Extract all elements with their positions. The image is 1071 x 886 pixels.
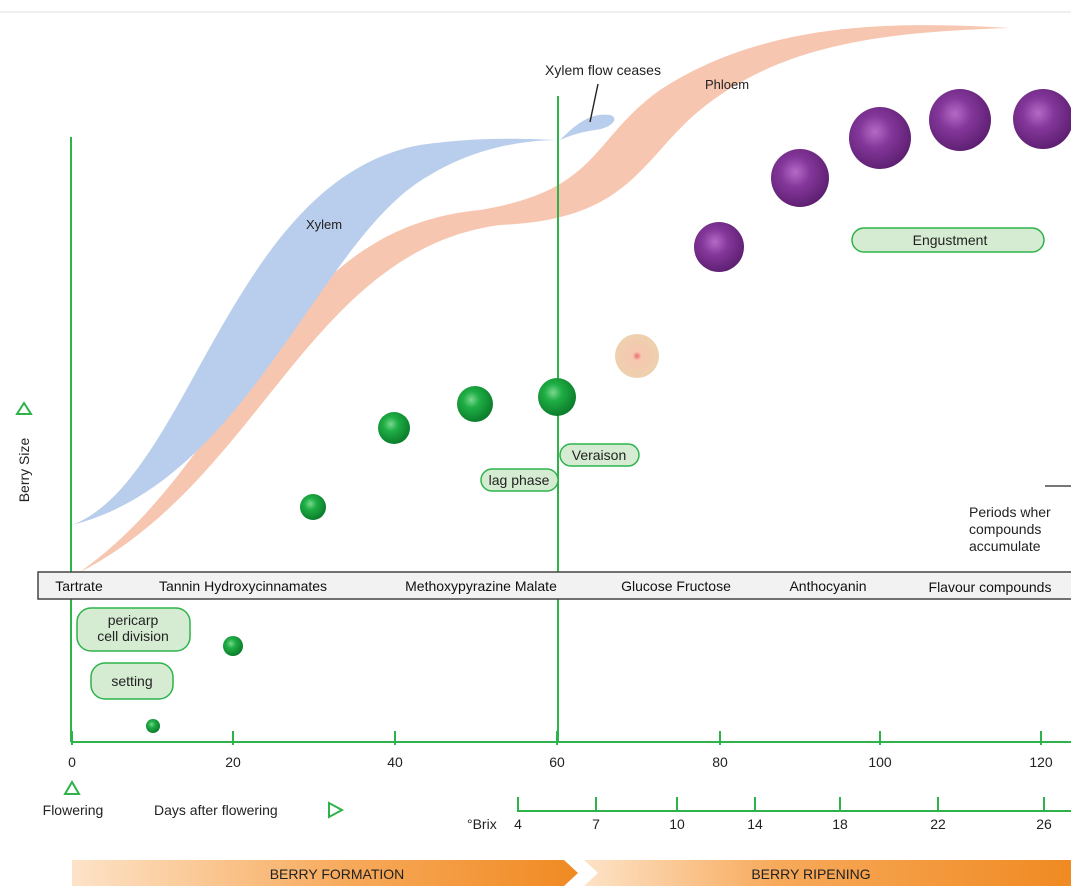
pericarp-label-line2: cell division [97,628,169,644]
compound-tannin-hydroxycinnamates: Tannin Hydroxycinnamates [159,578,327,594]
brix-ticks: 4 7 10 14 18 22 26 [514,797,1052,832]
berry-ripening-arrow [584,860,1071,886]
days-ticks: 0 20 40 60 80 100 120 [68,731,1053,770]
days-tick-label: 80 [712,754,728,770]
days-after-flowering-label: Days after flowering [154,802,278,818]
days-tick-label: 0 [68,754,76,770]
days-tick-label: 40 [387,754,403,770]
veraison-label: Veraison [572,447,626,463]
days-tick-label: 20 [225,754,241,770]
brix-tick-label: 10 [669,816,685,832]
engustment-pill [851,227,1045,253]
compound-glucose-fructose: Glucose Fructose [621,578,731,594]
xylem-label: Xylem [306,217,342,232]
brix-tick-label: 14 [747,816,763,832]
xylem-band [72,114,615,526]
berries [146,89,1071,733]
compound-methoxypyrazine-malate: Methoxypyrazine Malate [405,578,557,594]
berry-day60 [538,378,576,416]
berry-day70-veraison [615,334,659,378]
setting-label: setting [111,673,152,689]
pericarp-cell-division-pill [76,607,191,652]
pericarp-label-line1: pericarp [108,612,159,628]
engustment-label: Engustment [913,232,988,248]
lag-phase-label: lag phase [489,472,550,488]
brix-tick-label: 18 [832,816,848,832]
setting-pill [90,662,174,700]
berry-day120 [1013,89,1071,149]
lag-phase-pill [480,468,559,492]
berry-ripening-label: BERRY RIPENING [751,866,870,882]
berry-day100 [849,107,911,169]
berry-formation-label: BERRY FORMATION [270,866,405,882]
xylem-flow-ceases-label: Xylem flow ceases [545,62,661,78]
brix-tick-label: 26 [1036,816,1052,832]
berry-day40 [378,412,410,444]
berry-formation-arrow [72,860,578,886]
days-tick-label: 100 [868,754,892,770]
berry-size-label: Berry Size [16,438,32,503]
days-tick-label: 60 [549,754,565,770]
periods-label-line1: Periods wher [969,504,1051,520]
berry-day110 [929,89,991,151]
berry-day10 [146,719,160,733]
berry-size-triangle-icon [15,401,33,415]
berry-day20 [223,636,243,656]
compound-bar [37,571,1071,600]
brix-label: °Brix [467,816,497,832]
compound-flavour-compounds: Flavour compounds [929,579,1052,595]
flowering-label: Flowering [43,802,104,818]
brix-tick-label: 22 [930,816,946,832]
xylem-flow-ceases-pointer [589,83,599,123]
flowering-triangle-icon [63,780,81,795]
compound-tartrate: Tartrate [55,578,103,594]
brix-tick-label: 4 [514,816,522,832]
berry-day80 [694,222,744,272]
berry-day50 [457,386,493,422]
days-tick-label: 120 [1029,754,1053,770]
berry-day30 [300,494,326,520]
phloem-label: Phloem [705,77,749,92]
periods-label-line3: accumulate [969,538,1041,554]
periods-label-line2: compounds [969,521,1041,537]
brix-tick-label: 7 [592,816,600,832]
berry-day90 [771,149,829,207]
days-arrow-right-icon [328,801,345,819]
veraison-pill [559,443,640,467]
compound-anthocyanin: Anthocyanin [789,578,866,594]
